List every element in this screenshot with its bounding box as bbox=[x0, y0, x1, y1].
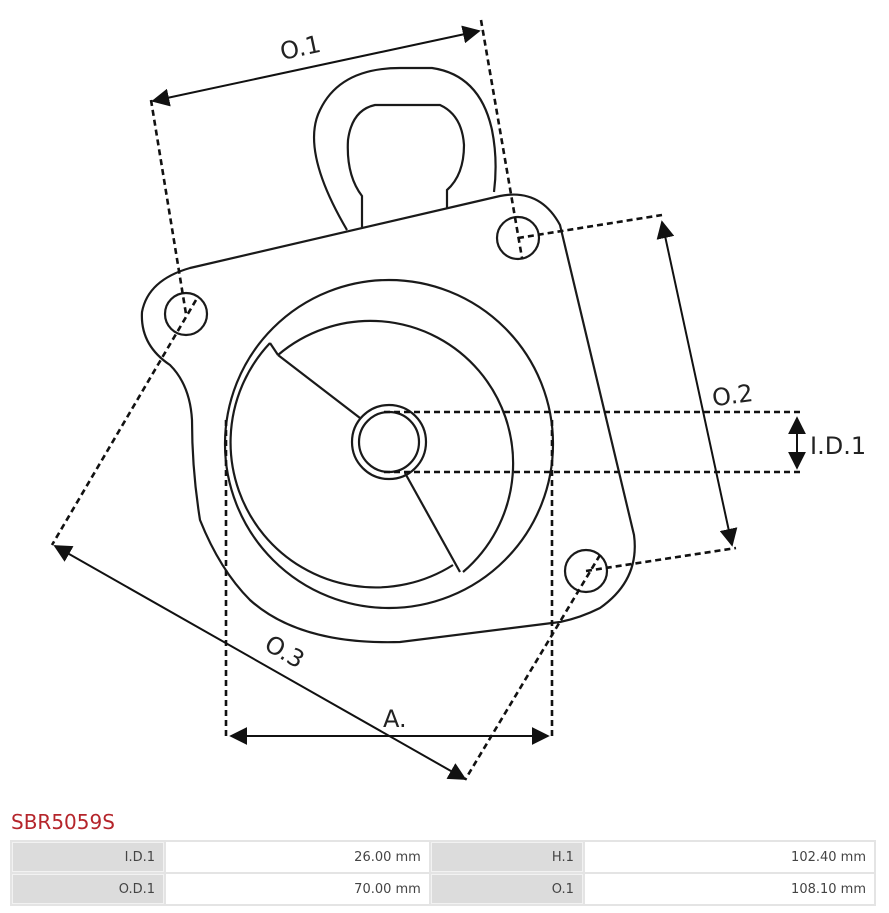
technical-drawing: O.1 O.2 I.D.1 O.3 A. bbox=[50, 19, 866, 781]
part-number-title: SBR5059S bbox=[11, 810, 115, 834]
spec-label: O.D.1 bbox=[12, 874, 164, 904]
spec-label: O.1 bbox=[430, 874, 583, 904]
table-row: O.D.1 70.00 mm O.1 108.10 mm bbox=[12, 874, 874, 904]
dimension-arrows bbox=[53, 25, 806, 780]
spec-value: 70.00 mm bbox=[166, 874, 429, 904]
part-outline bbox=[140, 66, 636, 644]
label-o1: O.1 bbox=[278, 30, 324, 66]
label-a: A. bbox=[383, 705, 407, 733]
label-id1: I.D.1 bbox=[810, 432, 866, 460]
spec-value: 102.40 mm bbox=[584, 842, 874, 872]
spec-label: I.D.1 bbox=[12, 842, 164, 872]
table-row: I.D.1 26.00 mm H.1 102.40 mm bbox=[12, 842, 874, 872]
spec-table: I.D.1 26.00 mm H.1 102.40 mm O.D.1 70.00… bbox=[10, 840, 876, 906]
spec-value: 26.00 mm bbox=[166, 842, 429, 872]
spec-value: 108.10 mm bbox=[584, 874, 874, 904]
spec-label: H.1 bbox=[430, 842, 583, 872]
extension-lines bbox=[50, 19, 800, 781]
label-o2: O.2 bbox=[710, 379, 754, 412]
